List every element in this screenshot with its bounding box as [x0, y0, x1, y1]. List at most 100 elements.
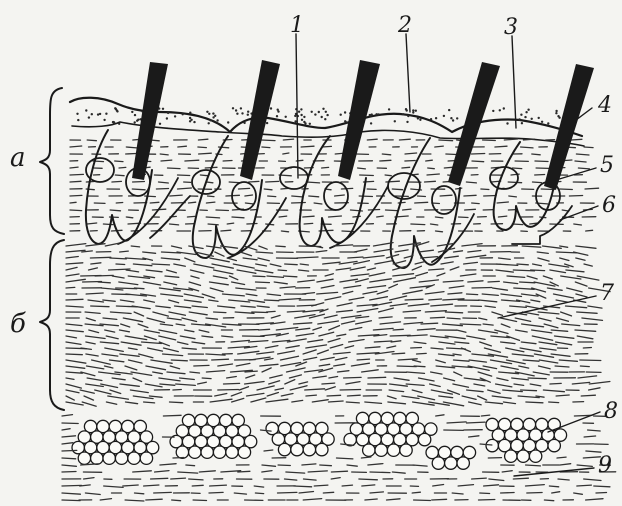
- dermis-fiber: [66, 267, 77, 270]
- dermis-fiber: [267, 393, 278, 397]
- epidermis-dot: [524, 116, 526, 118]
- texture-dash: [112, 181, 122, 182]
- dermis-fiber: [460, 274, 476, 276]
- dermis-fiber: [87, 378, 102, 381]
- dermis-fiber: [345, 346, 354, 348]
- dermis-fiber: [248, 300, 264, 302]
- dermis-fiber: [439, 354, 455, 356]
- dermis-fiber: [418, 396, 435, 400]
- dermis-fiber: [580, 360, 601, 361]
- dermis-fiber: [532, 288, 546, 292]
- dermis-fiber: [233, 264, 254, 268]
- subcutaneous-fiber: [62, 493, 80, 494]
- dermis-fiber: [258, 258, 269, 261]
- texture-dash: [159, 182, 169, 183]
- texture-dash: [483, 140, 496, 141]
- texture-dash: [206, 202, 215, 203]
- texture-dash: [206, 217, 219, 218]
- dermis-fiber: [340, 390, 361, 391]
- dermis-fiber: [516, 330, 528, 332]
- subcutaneous-fiber: [370, 492, 383, 493]
- texture-dash: [187, 216, 194, 217]
- epidermis-dot: [417, 117, 419, 119]
- dermis-fiber: [539, 360, 557, 363]
- dermis-fiber: [454, 372, 462, 376]
- subcutaneous-fiber: [359, 479, 377, 480]
- dermis-fiber: [444, 378, 455, 381]
- epidermis-dot: [77, 119, 79, 121]
- epidermis-dot: [503, 107, 505, 109]
- dermis-fiber: [462, 396, 476, 399]
- dermis-fiber: [86, 293, 103, 294]
- subcutaneous-fiber: [160, 464, 176, 465]
- dermis-fiber: [198, 382, 207, 384]
- epidermis-dot: [520, 114, 522, 116]
- epidermis-dot: [206, 111, 208, 113]
- dermis-fiber: [210, 288, 223, 292]
- subcutaneous-fiber: [387, 499, 401, 500]
- subcutaneous-fiber: [178, 472, 198, 473]
- dermis-fiber: [319, 332, 334, 336]
- epidermis-dot: [166, 117, 168, 119]
- dermis-fiber: [448, 293, 462, 294]
- texture-dash: [535, 161, 548, 162]
- dermis-fiber: [370, 297, 388, 300]
- texture-dash: [262, 147, 270, 148]
- epidermis-dot: [235, 109, 237, 111]
- dermis-fiber: [589, 382, 610, 385]
- epidermis-dot: [116, 110, 118, 112]
- dermis-fiber: [575, 330, 596, 331]
- dermis-fiber: [297, 257, 318, 258]
- dermis-fiber: [66, 354, 82, 355]
- dermis-fiber: [202, 294, 215, 298]
- dermis-fiber: [167, 270, 177, 273]
- dermis-fiber: [417, 353, 427, 354]
- subcutaneous-fiber: [151, 478, 168, 479]
- texture-dash: [472, 161, 484, 162]
- dermis-fiber: [66, 378, 74, 379]
- dermis-fiber: [299, 382, 308, 384]
- subcutaneous-fiber: [549, 486, 558, 487]
- dermis-fiber: [264, 300, 278, 301]
- dermis-fiber: [164, 282, 177, 285]
- texture-dash: [281, 231, 288, 232]
- epidermis-dot: [527, 109, 529, 111]
- subcutaneous-fiber: [294, 486, 312, 487]
- dermis-fiber: [344, 286, 361, 289]
- dermis-fiber: [163, 354, 183, 356]
- dermis-fiber: [120, 354, 139, 356]
- dermis-fiber: [276, 246, 285, 247]
- texture-dash: [353, 216, 360, 217]
- dermis-fiber: [89, 268, 98, 270]
- dermis-fiber: [560, 258, 569, 261]
- epidermis-dot: [137, 119, 139, 121]
- texture-dash: [292, 203, 306, 204]
- texture-dash: [70, 195, 82, 196]
- dermis-fiber: [313, 376, 327, 378]
- texture-dash: [569, 196, 582, 197]
- dermis-fiber: [206, 371, 224, 372]
- texture-dash: [329, 216, 342, 217]
- epidermis-dot: [85, 109, 87, 111]
- dermis-fiber: [416, 273, 428, 277]
- dermis-fiber: [255, 270, 273, 273]
- dermis-fiber: [98, 282, 110, 283]
- subcutaneous-fiber: [262, 465, 276, 466]
- dermis-fiber: [103, 300, 115, 301]
- subcutaneous-fiber: [552, 492, 560, 493]
- subcutaneous-fiber: [146, 499, 162, 500]
- dermis-fiber: [66, 402, 83, 405]
- dermis-fiber: [105, 330, 115, 332]
- epidermis-dot: [443, 115, 445, 117]
- dermis-fiber: [539, 366, 551, 369]
- dermis-fiber: [325, 274, 333, 276]
- dermis-fiber: [247, 393, 264, 396]
- dermis-fiber: [356, 317, 369, 319]
- dermis-fiber: [199, 330, 209, 332]
- dermis-fiber: [304, 357, 317, 360]
- dermis-fiber: [431, 348, 443, 349]
- dermis-fiber: [128, 348, 137, 350]
- dermis-fiber: [351, 274, 369, 276]
- subcutaneous-fiber: [577, 465, 592, 466]
- dermis-fiber: [134, 312, 144, 316]
